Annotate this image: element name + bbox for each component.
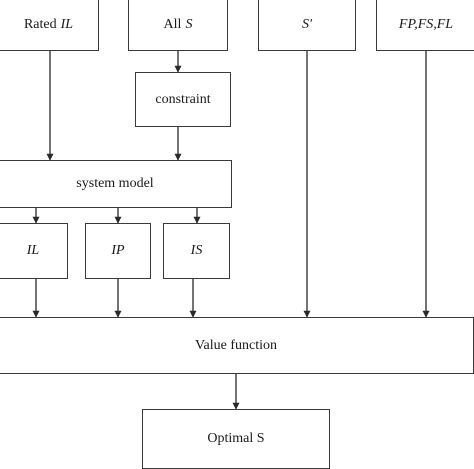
node-value-function-label: Value function <box>194 337 278 353</box>
node-system-model: system model <box>0 160 232 208</box>
node-system-model-label: system model <box>76 176 154 191</box>
node-rated-il-prefix: Rated <box>23 16 57 32</box>
node-fp-fs-fl: FP,FS,FL <box>376 0 474 51</box>
node-constraint-label: constraint <box>155 91 211 107</box>
node-il: IL <box>0 223 68 279</box>
node-s-prime: S' <box>258 0 356 51</box>
node-optimal-s-label: Optimal S <box>207 431 265 446</box>
node-ip-label: IP <box>111 243 125 258</box>
node-ip: IP <box>85 223 151 279</box>
node-is-label: IS <box>190 243 203 258</box>
node-all-s-var: S <box>185 16 193 32</box>
node-fp-fs-fl-label: FP,FS,FL <box>398 16 454 32</box>
node-all-s-prefix: All <box>163 16 182 32</box>
node-optimal-s: Optimal S <box>142 409 330 469</box>
node-rated-il-var: IL <box>60 16 74 32</box>
node-s-prime-label: S' <box>302 16 312 32</box>
node-value-function: Value function <box>0 317 474 374</box>
node-constraint: constraint <box>135 72 231 127</box>
node-il-label: IL <box>26 243 40 258</box>
node-is: IS <box>163 223 230 279</box>
